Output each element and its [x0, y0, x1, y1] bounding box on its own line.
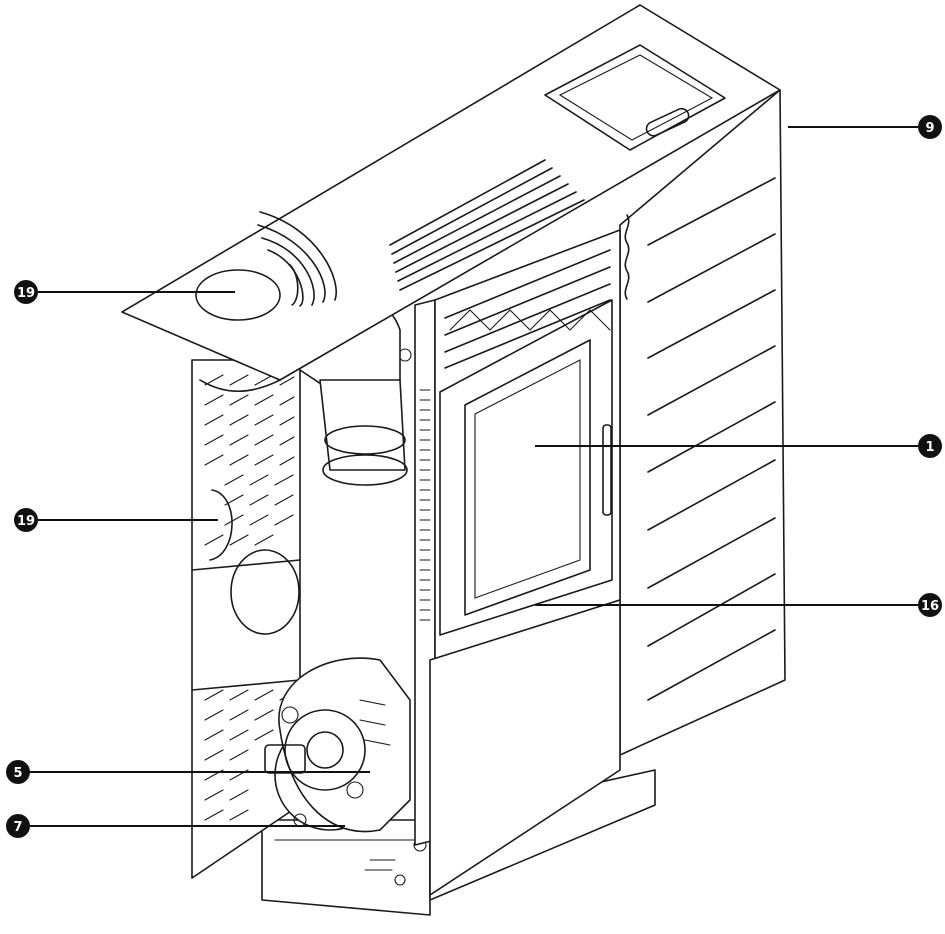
- callout-19-side: 19: [14, 508, 218, 532]
- door-handle: [602, 424, 612, 516]
- side-round-opening: [230, 549, 300, 635]
- callout-label: 1: [925, 440, 934, 455]
- callout-label: 19: [17, 514, 35, 529]
- hopper-lid-handle: [645, 107, 690, 137]
- callout-16: 16: [535, 593, 942, 617]
- callout-label: 16: [921, 599, 939, 614]
- top-vent-slots: [389, 159, 585, 291]
- top-slab: [121, 4, 781, 393]
- callout-5: 5: [6, 760, 370, 784]
- callout-19-top: 19: [14, 280, 235, 304]
- lower-front-panel: [429, 599, 621, 896]
- top-outlet-opening: [195, 269, 281, 321]
- door-glass: [464, 339, 591, 616]
- callout-9: 9: [788, 115, 942, 139]
- callout-7: 7: [6, 814, 345, 838]
- door-frame: [439, 299, 613, 636]
- callout-label: 9: [925, 121, 934, 136]
- ventilation-slots: [204, 374, 295, 821]
- callout-label: 5: [13, 766, 22, 781]
- side-outlet-opening: [209, 489, 233, 561]
- callout-label: 19: [17, 286, 35, 301]
- callout-label: 7: [13, 820, 22, 835]
- side-handle: [624, 214, 630, 300]
- pellet-hopper-lid: [544, 44, 726, 151]
- front-door: [434, 229, 621, 661]
- upper-grille: [444, 249, 611, 369]
- side-panel-grooves: [647, 177, 776, 701]
- callout-1: 1: [535, 434, 942, 458]
- right-side-body: [619, 89, 786, 756]
